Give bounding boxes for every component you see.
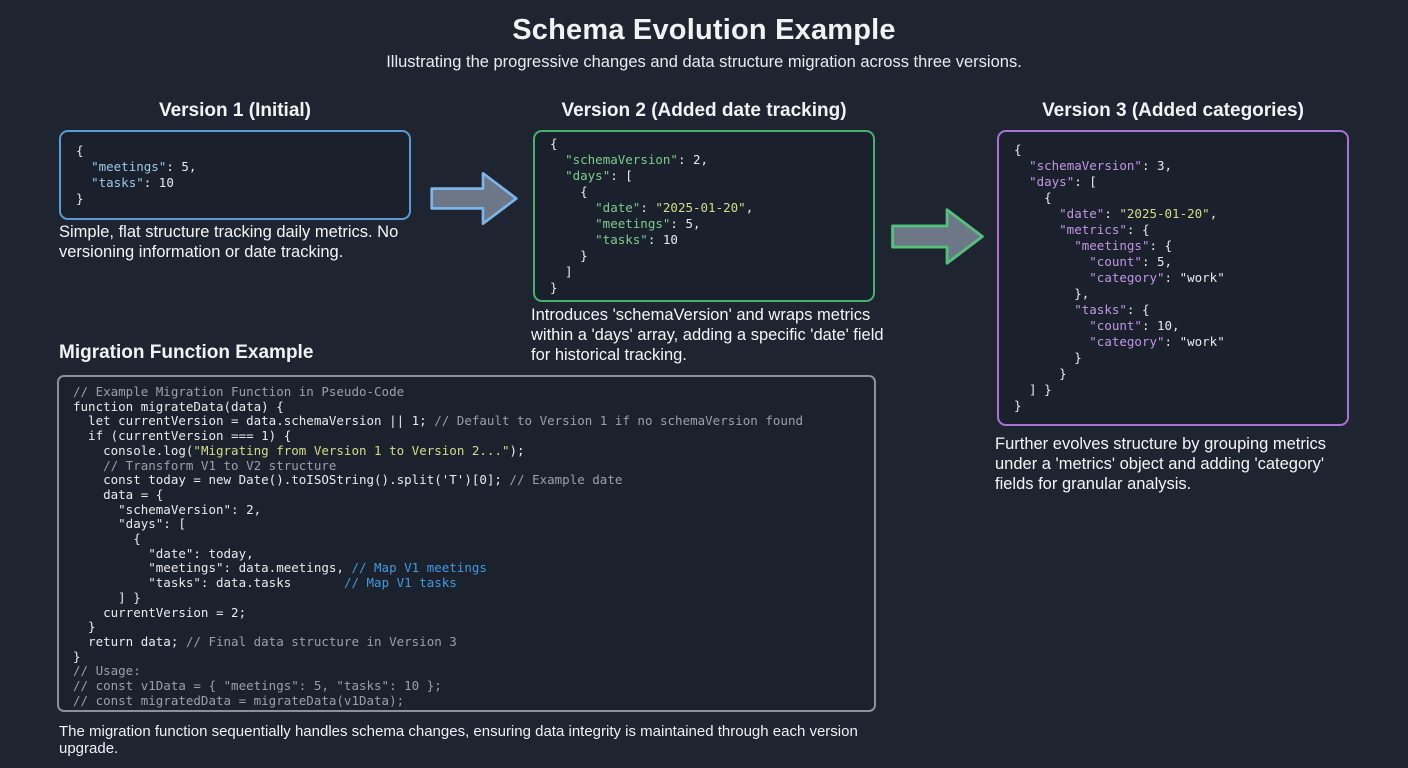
code-line: "tasks": 10: [595, 232, 678, 247]
code-line: }: [76, 191, 84, 206]
code-line: "days": [: [73, 516, 186, 532]
migration-pseudo-code: // Example Migration Function in Pseudo-…: [59, 377, 874, 710]
code-line: currentVersion = 2;: [73, 604, 247, 620]
code-line: "schemaVersion": 2,: [73, 501, 262, 517]
version-1-description: Simple, flat structure tracking daily me…: [59, 223, 399, 261]
code-line: "count": 10,: [1089, 318, 1180, 333]
code-line: }: [73, 648, 81, 664]
code-line: "metrics": {: [1059, 222, 1150, 237]
page-subtitle: Illustrating the progressive changes and…: [386, 53, 1022, 71]
code-line: "date": "2025-01-20",: [1059, 206, 1218, 221]
code-line: "category": "work": [1089, 334, 1225, 349]
code-line: "meetings": {: [1074, 238, 1173, 253]
code-line: console.log("Migrating from Version 1 to…: [73, 442, 525, 458]
code-line: }: [1014, 350, 1082, 365]
version-2-json-code: { "schemaVersion": 2, "days": [ { "date"…: [535, 132, 873, 300]
code-line: }: [73, 619, 96, 635]
code-line: // const v1Data = { "meetings": 5, "task…: [73, 678, 442, 694]
version-3-heading: Version 3 (Added categories): [1042, 100, 1304, 121]
version-1-json-code: { "meetings": 5, "tasks": 10}: [61, 132, 409, 218]
code-line: if (currentVersion === 1) {: [73, 428, 292, 444]
code-line: "schemaVersion": 3,: [1029, 158, 1173, 173]
code-line: "tasks": {: [1074, 302, 1150, 317]
code-line: ] }: [1014, 382, 1052, 397]
version-3-json-code: { "schemaVersion": 3, "days": [ { "date"…: [999, 132, 1347, 424]
code-line: function migrateData(data) {: [73, 398, 284, 414]
code-line: data = {: [73, 486, 164, 502]
version-2-heading: Version 2 (Added date tracking): [561, 100, 847, 121]
migration-section-heading: Migration Function Example: [59, 342, 314, 363]
version-3-description: Further evolves structure by grouping me…: [995, 435, 1327, 493]
page-title: Schema Evolution Example: [512, 14, 896, 46]
code-line: "days": [: [1029, 174, 1097, 189]
code-line: // Transform V1 to V2 structure: [73, 457, 337, 473]
code-line: "date": "2025-01-20",: [595, 200, 754, 215]
code-line: },: [1014, 286, 1090, 301]
code-line: "meetings": data.meetings, // Map V1 mee…: [73, 560, 487, 576]
code-line: "meetings": 5,: [91, 159, 197, 174]
code-line: }: [1014, 398, 1022, 413]
migration-caption: The migration function sequentially hand…: [59, 723, 858, 757]
code-line: const today = new Date().toISOString().s…: [73, 472, 623, 488]
version-2-code-box: { "schemaVersion": 2, "days": [ { "date"…: [533, 130, 875, 302]
code-line: ]: [550, 264, 573, 279]
code-line: let currentVersion = data.schemaVersion …: [73, 413, 803, 429]
code-line: // Example Migration Function in Pseudo-…: [73, 384, 405, 399]
code-line: "category": "work": [1089, 270, 1225, 285]
code-line: "count": 5,: [1089, 254, 1173, 269]
code-line: "tasks": data.tasks // Map V1 tasks: [73, 575, 457, 591]
code-line: }: [550, 248, 588, 263]
version-3-code-box: { "schemaVersion": 3, "days": [ { "date"…: [997, 130, 1349, 426]
code-line: {: [550, 184, 588, 199]
code-line: // const migratedData = migrateData(v1Da…: [73, 692, 405, 708]
code-line: {: [1014, 142, 1022, 157]
code-line: "meetings": 5,: [595, 216, 701, 231]
code-line: "schemaVersion": 2,: [565, 152, 709, 167]
code-line: "days": [: [565, 168, 633, 183]
code-line: {: [76, 143, 84, 158]
arrow-v2-to-v3-icon: [889, 204, 986, 269]
code-line: {: [550, 136, 558, 151]
code-line: {: [1014, 190, 1052, 205]
code-line: "date": today,: [73, 545, 254, 561]
code-line: }: [550, 280, 558, 295]
code-line: ] }: [73, 589, 141, 605]
code-line: }: [1014, 366, 1067, 381]
code-line: {: [73, 531, 141, 547]
version-1-code-box: { "meetings": 5, "tasks": 10}: [59, 130, 411, 220]
arrow-v1-to-v2-icon: [429, 167, 519, 230]
migration-code-box: // Example Migration Function in Pseudo-…: [57, 375, 876, 712]
code-line: "tasks": 10: [91, 175, 174, 190]
code-line: return data; // Final data structure in …: [73, 633, 457, 649]
version-1-heading: Version 1 (Initial): [158, 100, 312, 121]
code-line: // Usage:: [73, 663, 141, 679]
version-2-description: Introduces 'schemaVersion' and wraps met…: [531, 306, 884, 364]
